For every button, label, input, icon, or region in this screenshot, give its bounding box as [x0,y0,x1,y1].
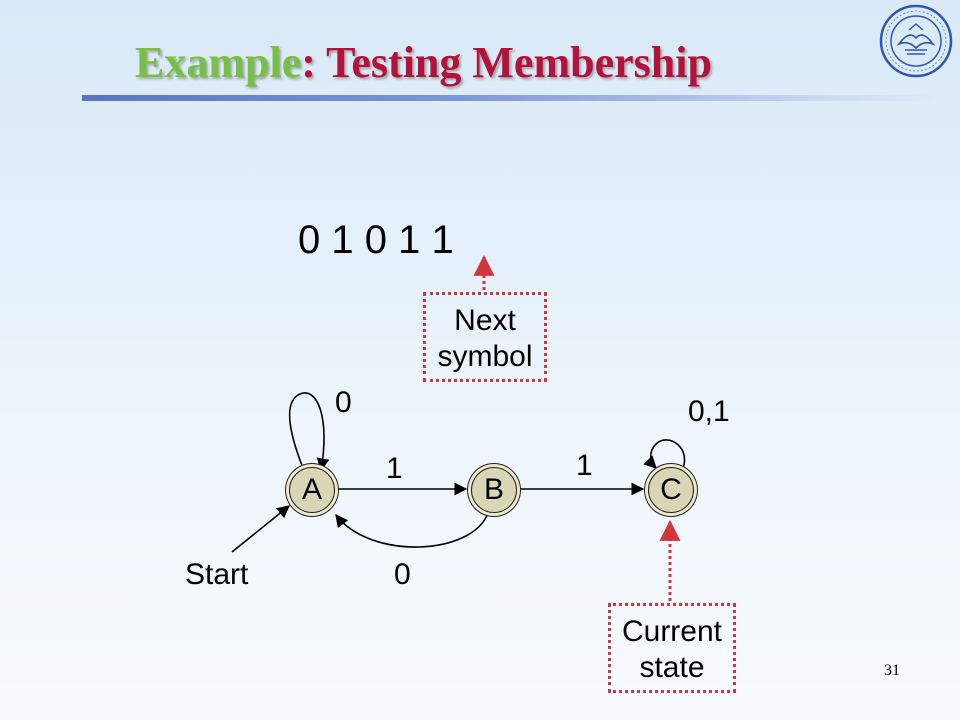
callout-current-line2: state [639,651,705,684]
university-seal-icon [879,4,953,78]
page-number: 31 [884,662,900,679]
edge-b-to-a [335,512,489,548]
label-start: Start [185,558,249,591]
title-underline [82,95,937,101]
edge-a-self-loop [288,392,330,472]
label-c-loop: 0,1 [688,395,730,428]
callout-current-line1: Current [621,615,723,648]
label-a-to-b: 1 [386,452,403,485]
state-b: B [471,467,517,513]
title-part-testing-membership: : Testing Membership [301,38,712,87]
callout-next-symbol: Next symbol [423,292,547,382]
edge-c-self-loop [643,439,686,474]
slide-title: Example: Testing Membership [135,37,712,88]
state-a: A [289,467,335,513]
input-string: 0 1 0 1 1 [298,218,454,262]
callout-current-state: Current state [608,603,736,693]
title-part-example: Example [135,38,302,87]
label-a-loop: 0 [335,386,352,419]
label-b-to-a: 0 [394,558,411,591]
callout-next-line1: Next [454,304,516,337]
state-c: C [648,467,694,513]
label-b-to-c: 1 [576,449,593,482]
callout-next-line2: symbol [437,340,533,373]
edge-start [231,505,290,553]
